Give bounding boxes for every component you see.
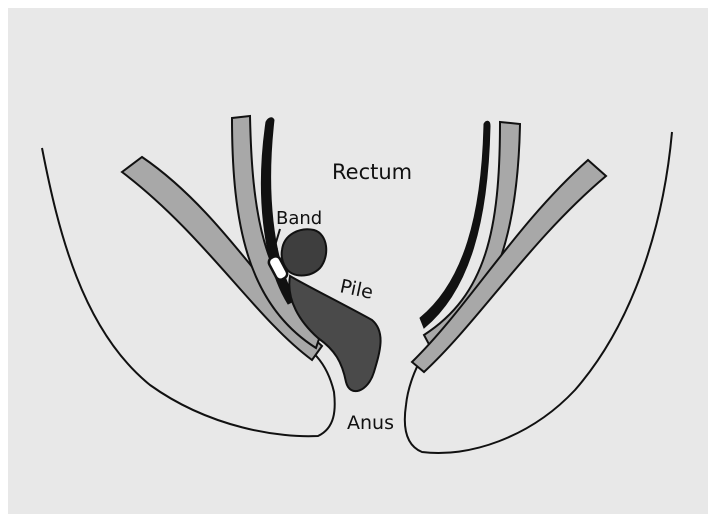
banded-pile-head bbox=[282, 229, 327, 275]
anus-label: Anus bbox=[347, 412, 394, 434]
rectum-label: Rectum bbox=[332, 160, 412, 184]
background-panel bbox=[8, 8, 708, 514]
band-label: Band bbox=[276, 208, 322, 229]
